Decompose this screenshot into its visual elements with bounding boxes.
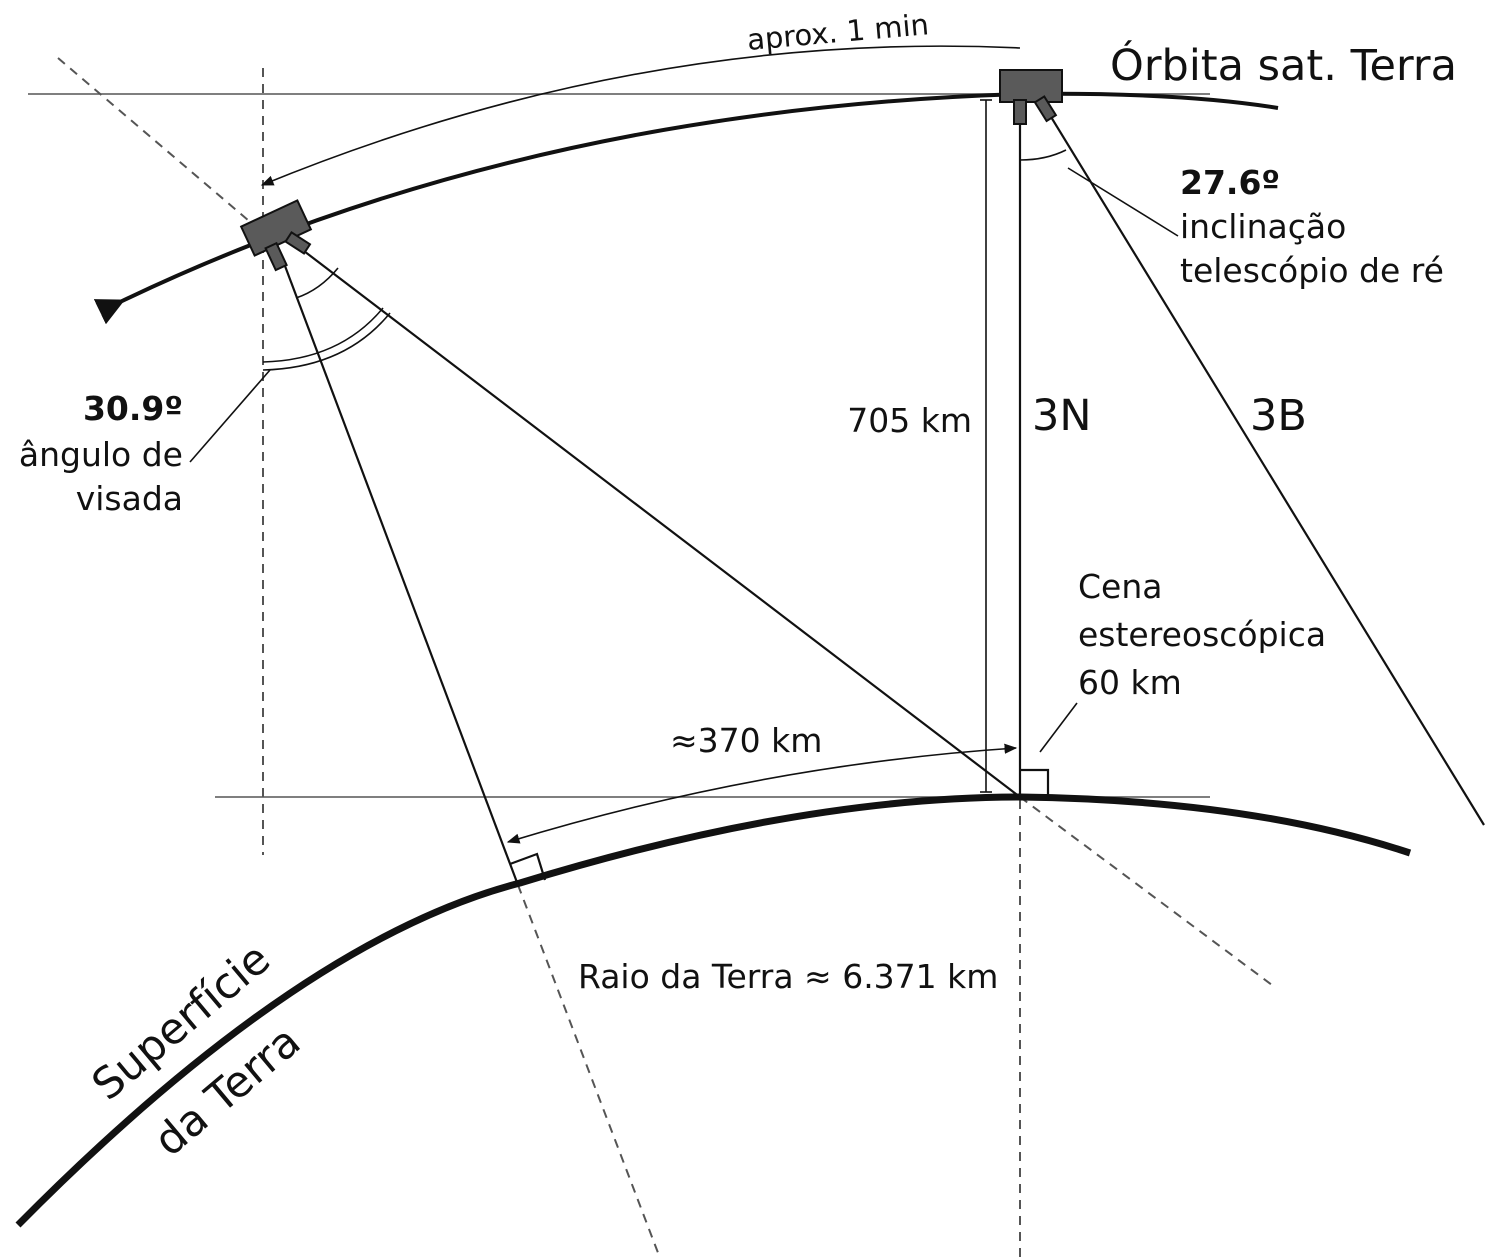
backward-angle-value: 27.6º — [1180, 163, 1280, 202]
satellite-backward-position-icon — [239, 199, 313, 272]
view-angle-arc-outer-2 — [262, 312, 391, 371]
view-angle-desc-2: visada — [76, 479, 183, 518]
view-angle-desc-1: ângulo de — [19, 435, 183, 474]
backward-angle-arc — [1019, 149, 1067, 161]
satellite-orbit-arc — [93, 91, 1279, 325]
radius-right-angle-marker — [509, 852, 547, 881]
backward-band-label: 3B — [1250, 391, 1307, 441]
left-satellite-nadir-line — [280, 257, 520, 886]
scene-label-1: Cena — [1078, 567, 1162, 606]
backward-view-line — [1047, 111, 1485, 826]
view-angle-leader — [189, 369, 271, 463]
view-angle-arc-outer-1 — [262, 307, 384, 363]
nadir-band-label: 3N — [1032, 391, 1092, 441]
distance-arrow — [506, 743, 1018, 844]
backward-angle-desc-2: telescópio de ré — [1180, 251, 1444, 290]
altitude-label: 705 km — [847, 401, 972, 440]
satellite-nadir-position-icon — [999, 69, 1063, 125]
scene-leader — [1039, 702, 1078, 753]
view-angle-value: 30.9º — [83, 389, 183, 428]
orbit-label: Órbita sat. Terra — [1110, 40, 1457, 91]
time-arrow — [260, 45, 1021, 186]
left-satellite-view-line — [299, 247, 1021, 798]
backward-angle-leader — [1067, 167, 1179, 237]
nadir-right-angle-marker — [1020, 768, 1050, 797]
radius-label: Raio da Terra ≈ 6.371 km — [578, 957, 998, 996]
scene-label-3: 60 km — [1078, 663, 1182, 702]
earth-radius-dashed-line — [517, 884, 661, 1259]
left-radial-dashed-guide — [57, 57, 263, 233]
view-angle-arc-inner — [295, 267, 339, 299]
backward-angle-desc-1: inclinação — [1180, 207, 1346, 246]
distance-label: ≈370 km — [670, 721, 822, 760]
nadir-diagonal-dashed-guide — [1019, 796, 1273, 986]
scene-label-2: estereoscópica — [1078, 615, 1326, 654]
